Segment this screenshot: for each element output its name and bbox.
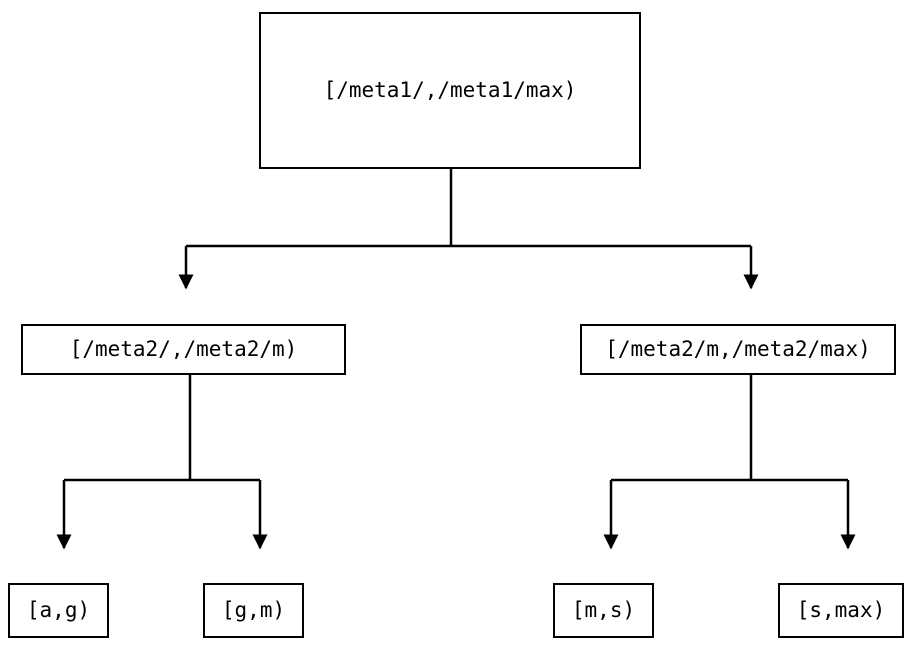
tree-node-leaf-2[interactable]: [m,s) [553,583,654,638]
edge-midright-to-leaves [603,375,856,550]
tree-node-leaf-0-label: [a,g) [26,598,91,622]
tree-node-root[interactable]: [/meta1/,/meta1/max) [259,12,641,169]
tree-node-root-label: [/meta1/,/meta1/max) [323,78,577,102]
tree-node-leaf-3[interactable]: [s,max) [778,583,904,638]
tree-node-mid-left[interactable]: [/meta2/,/meta2/m) [21,324,346,375]
tree-node-mid-left-label: [/meta2/,/meta2/m) [69,337,298,361]
tree-node-leaf-3-label: [s,max) [796,598,886,622]
tree-node-leaf-1[interactable]: [g,m) [203,583,304,638]
edge-root-to-mid [178,169,759,290]
edge-midleft-to-leaves [56,375,268,550]
tree-node-leaf-1-label: [g,m) [221,598,286,622]
tree-node-mid-right-label: [/meta2/m,/meta2/max) [605,337,871,361]
tree-node-mid-right[interactable]: [/meta2/m,/meta2/max) [580,324,896,375]
tree-node-leaf-0[interactable]: [a,g) [8,583,109,638]
tree-node-leaf-2-label: [m,s) [571,598,636,622]
